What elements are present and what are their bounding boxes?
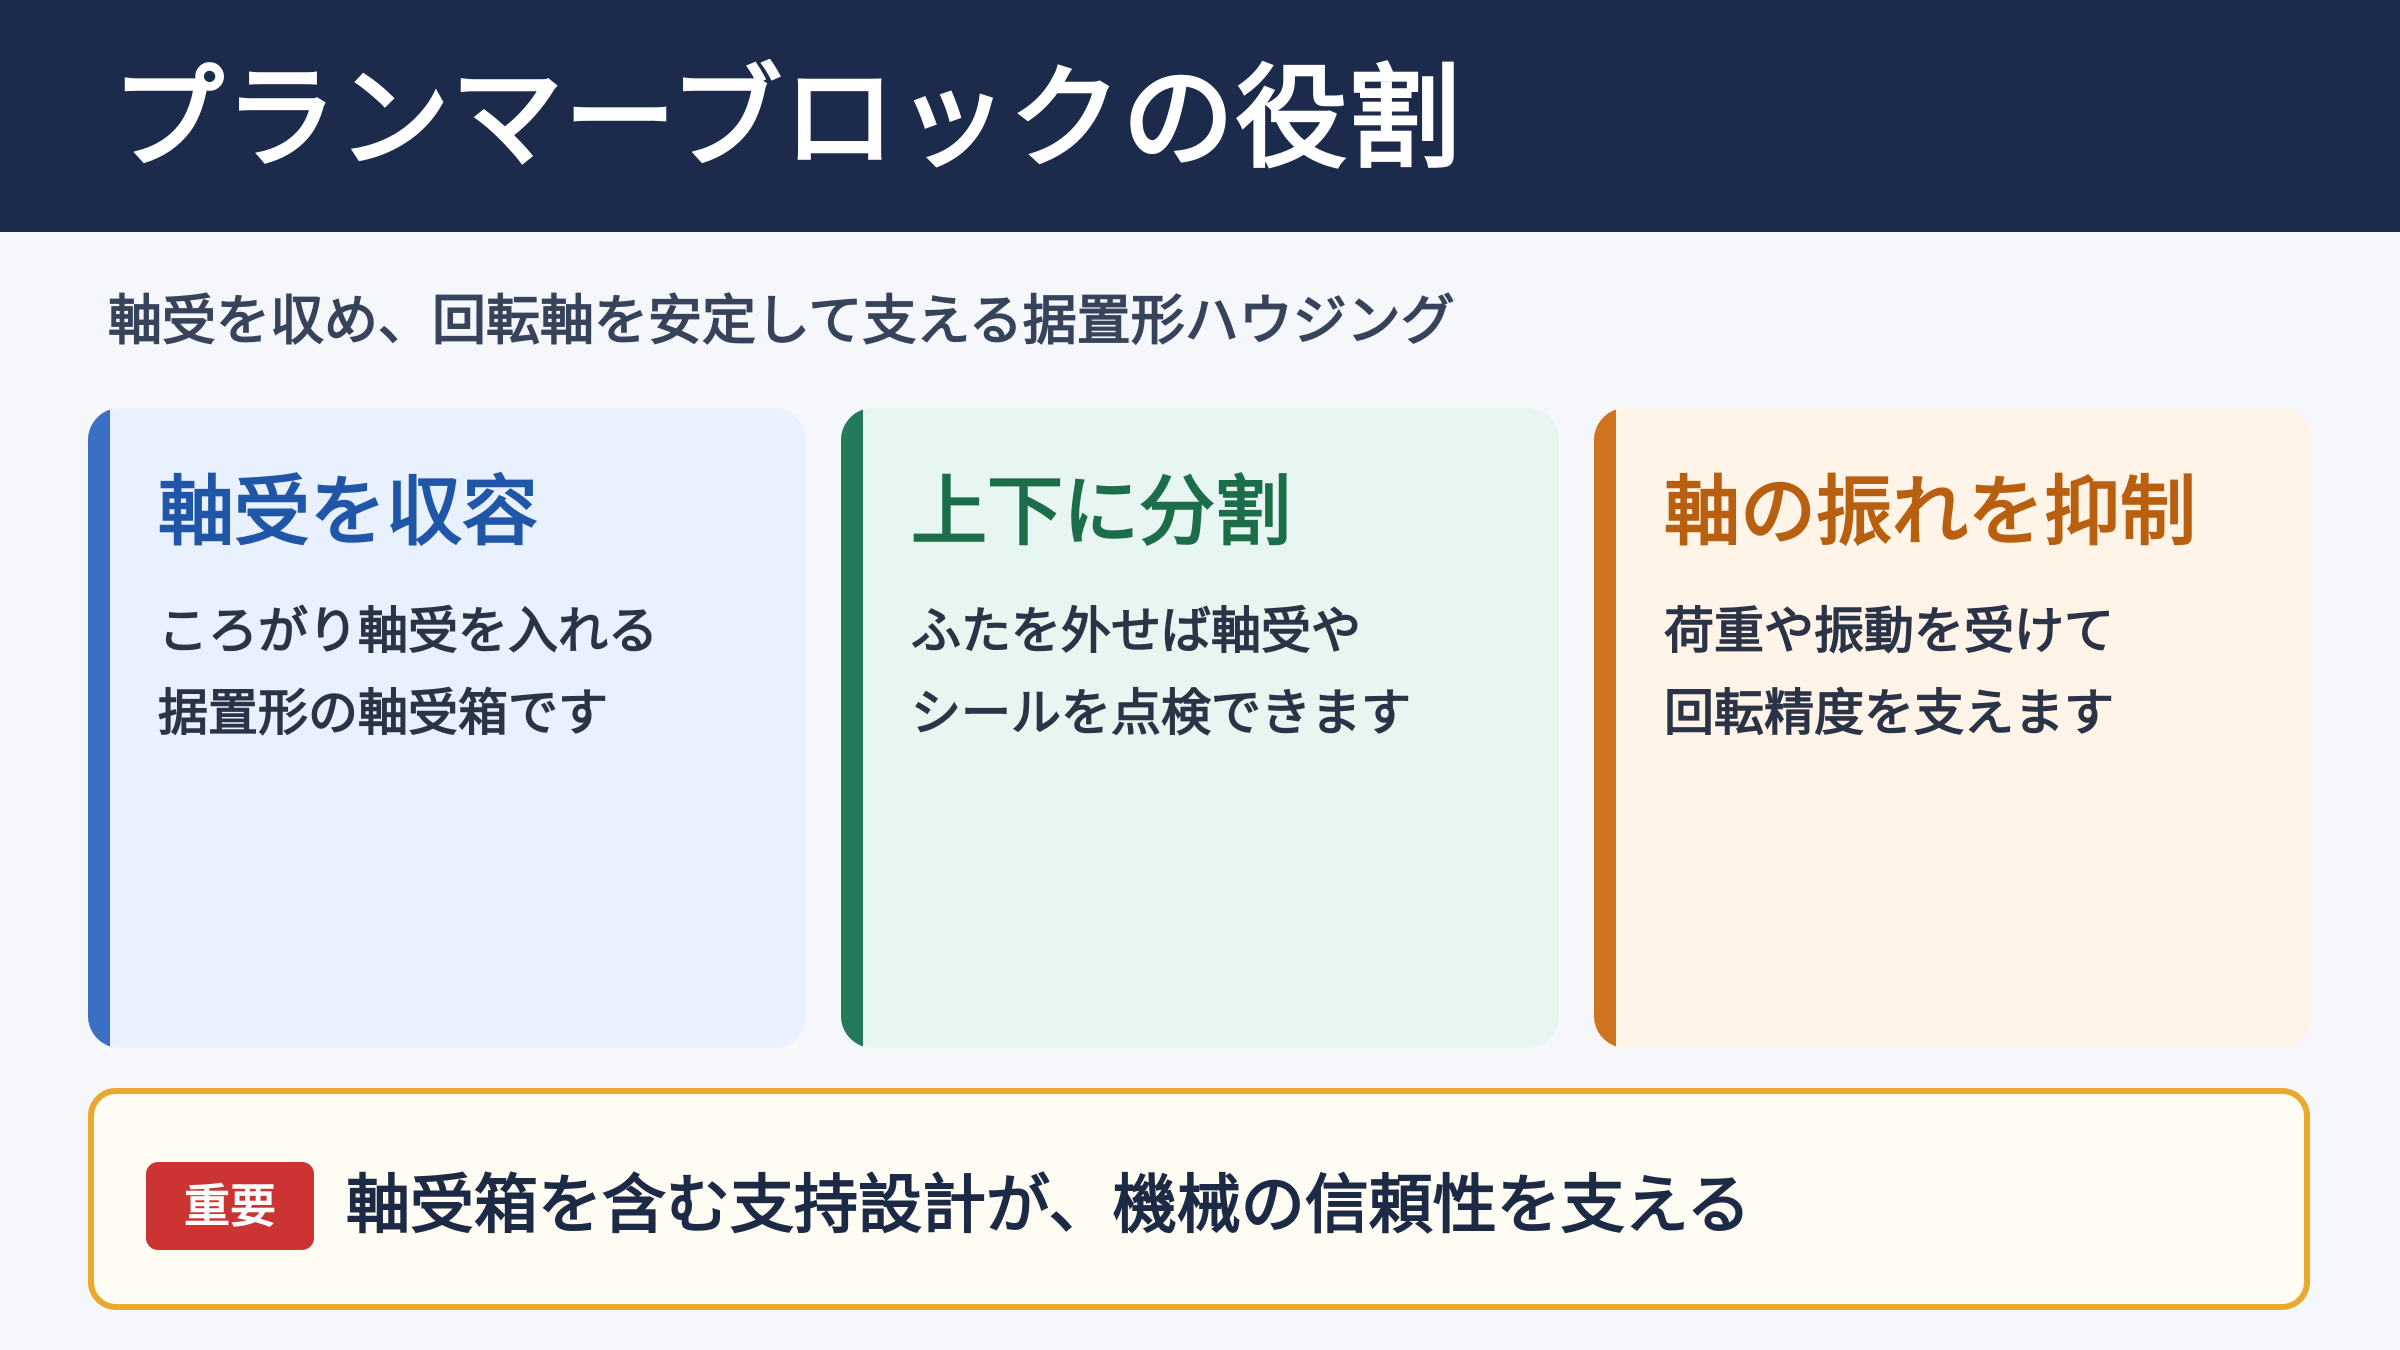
card-bearing-housing: 軸受を収容 ころがり軸受を入れる 据置形の軸受箱です: [88, 408, 806, 1048]
card-description: ふたを外せば軸受や シールを点検できます: [911, 590, 1531, 754]
card-description: ころがり軸受を入れる 据置形の軸受箱です: [158, 590, 778, 754]
card-description-line: ころがり軸受を入れる: [158, 602, 658, 660]
card-description-line: 荷重や振動を受けて: [1664, 602, 2114, 660]
card-description: 荷重や振動を受けて 回転精度を支えます: [1664, 590, 2284, 754]
card-description-line: シールを点検できます: [911, 684, 1411, 742]
card-title: 上下に分割: [911, 467, 1291, 556]
card-title: 軸の振れを抑制: [1664, 467, 2196, 556]
card-description-line: 据置形の軸受箱です: [158, 684, 608, 742]
card-split-design: 上下に分割 ふたを外せば軸受や シールを点検できます: [841, 408, 1559, 1048]
card-description-line: ふたを外せば軸受や: [911, 602, 1361, 660]
card-accent-bar: [88, 408, 110, 1048]
card-title: 軸受を収容: [158, 467, 538, 556]
card-accent-bar: [1594, 408, 1616, 1048]
page-subtitle: 軸受を収め、回転軸を安定して支える据置形ハウジング: [108, 289, 1455, 352]
page-title: プランマーブロックの役割: [112, 54, 1462, 184]
header-bar: プランマーブロックの役割: [0, 0, 2400, 232]
important-note-box: 重要 軸受箱を含む支持設計が、機械の信頼性を支える: [88, 1088, 2310, 1310]
important-badge: 重要: [146, 1162, 314, 1250]
card-description-line: 回転精度を支えます: [1664, 684, 2114, 742]
card-vibration-control: 軸の振れを抑制 荷重や振動を受けて 回転精度を支えます: [1594, 408, 2312, 1048]
card-accent-bar: [841, 408, 863, 1048]
important-note-text: 軸受箱を含む支持設計が、機械の信頼性を支える: [346, 1169, 1751, 1243]
